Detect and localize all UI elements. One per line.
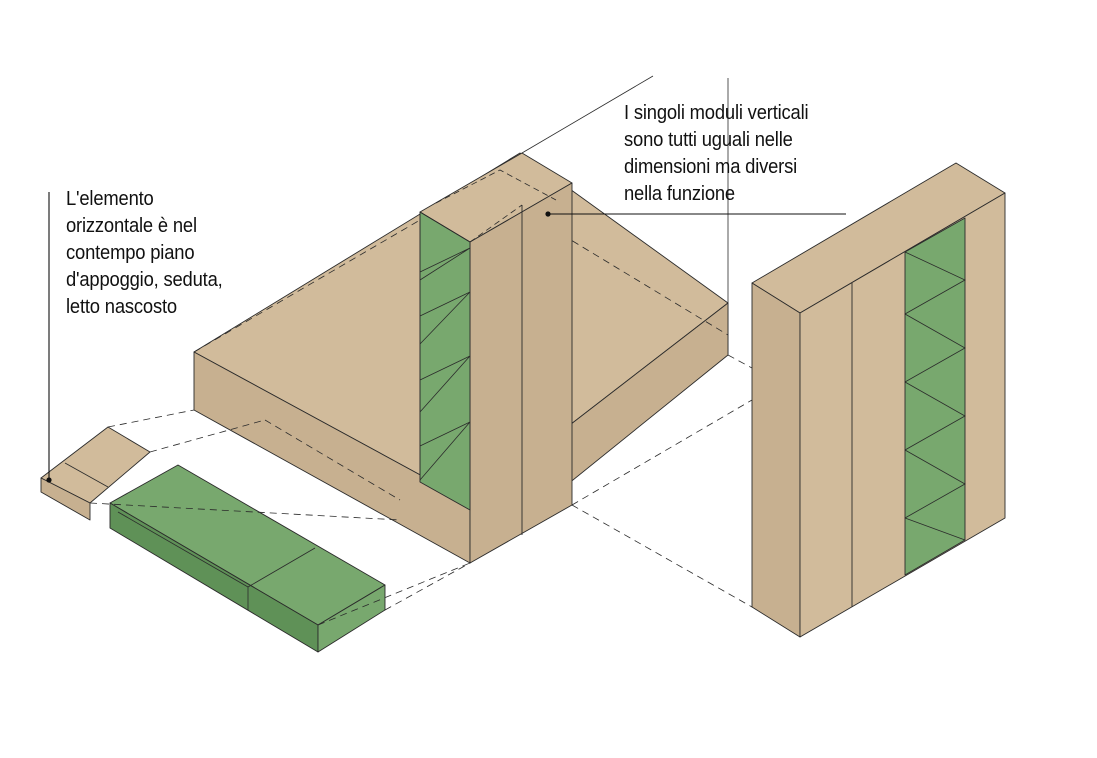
annotation-left-line: contempo piano: [66, 242, 195, 264]
mounted-module-front: [469, 182, 573, 564]
annotation-right-line: sono tutti uguali nelle: [624, 129, 793, 151]
annotation-right-line: dimensioni ma diversi: [624, 156, 798, 178]
tray-details: [64, 462, 316, 610]
vertical-module-detached: [751, 162, 1006, 638]
annotation-right-line: nella funzione: [624, 183, 735, 205]
annotation-right-line: I singoli moduli verticali: [624, 102, 809, 124]
pull-out-tray: [40, 426, 386, 653]
annotation-horizontal-element: L'elemento orizzontale è nel contempo pi…: [66, 186, 223, 321]
detached-module-shelf-lines: [904, 251, 966, 541]
annotation-left-line: d'appoggio, seduta,: [66, 269, 223, 291]
annotation-left-line: orizzontale è nel: [66, 215, 197, 237]
detached-module-side: [751, 282, 801, 638]
leader-dot-left: [46, 477, 52, 483]
annotation-vertical-modules: I singoli moduli verticali sono tutti ug…: [624, 100, 809, 208]
annotation-left-line: letto nascosto: [66, 296, 177, 318]
mounted-module-shelf-lines: [419, 211, 471, 482]
leader-dot-right: [545, 211, 551, 217]
leader-lines: [48, 192, 846, 480]
tray-base-front: [40, 477, 91, 521]
mounted-module-shelves: [419, 211, 471, 511]
assembly-lines: [89, 354, 753, 626]
annotation-left-line: L'elemento: [66, 188, 154, 210]
mounted-module-hidden-top: [435, 169, 557, 243]
